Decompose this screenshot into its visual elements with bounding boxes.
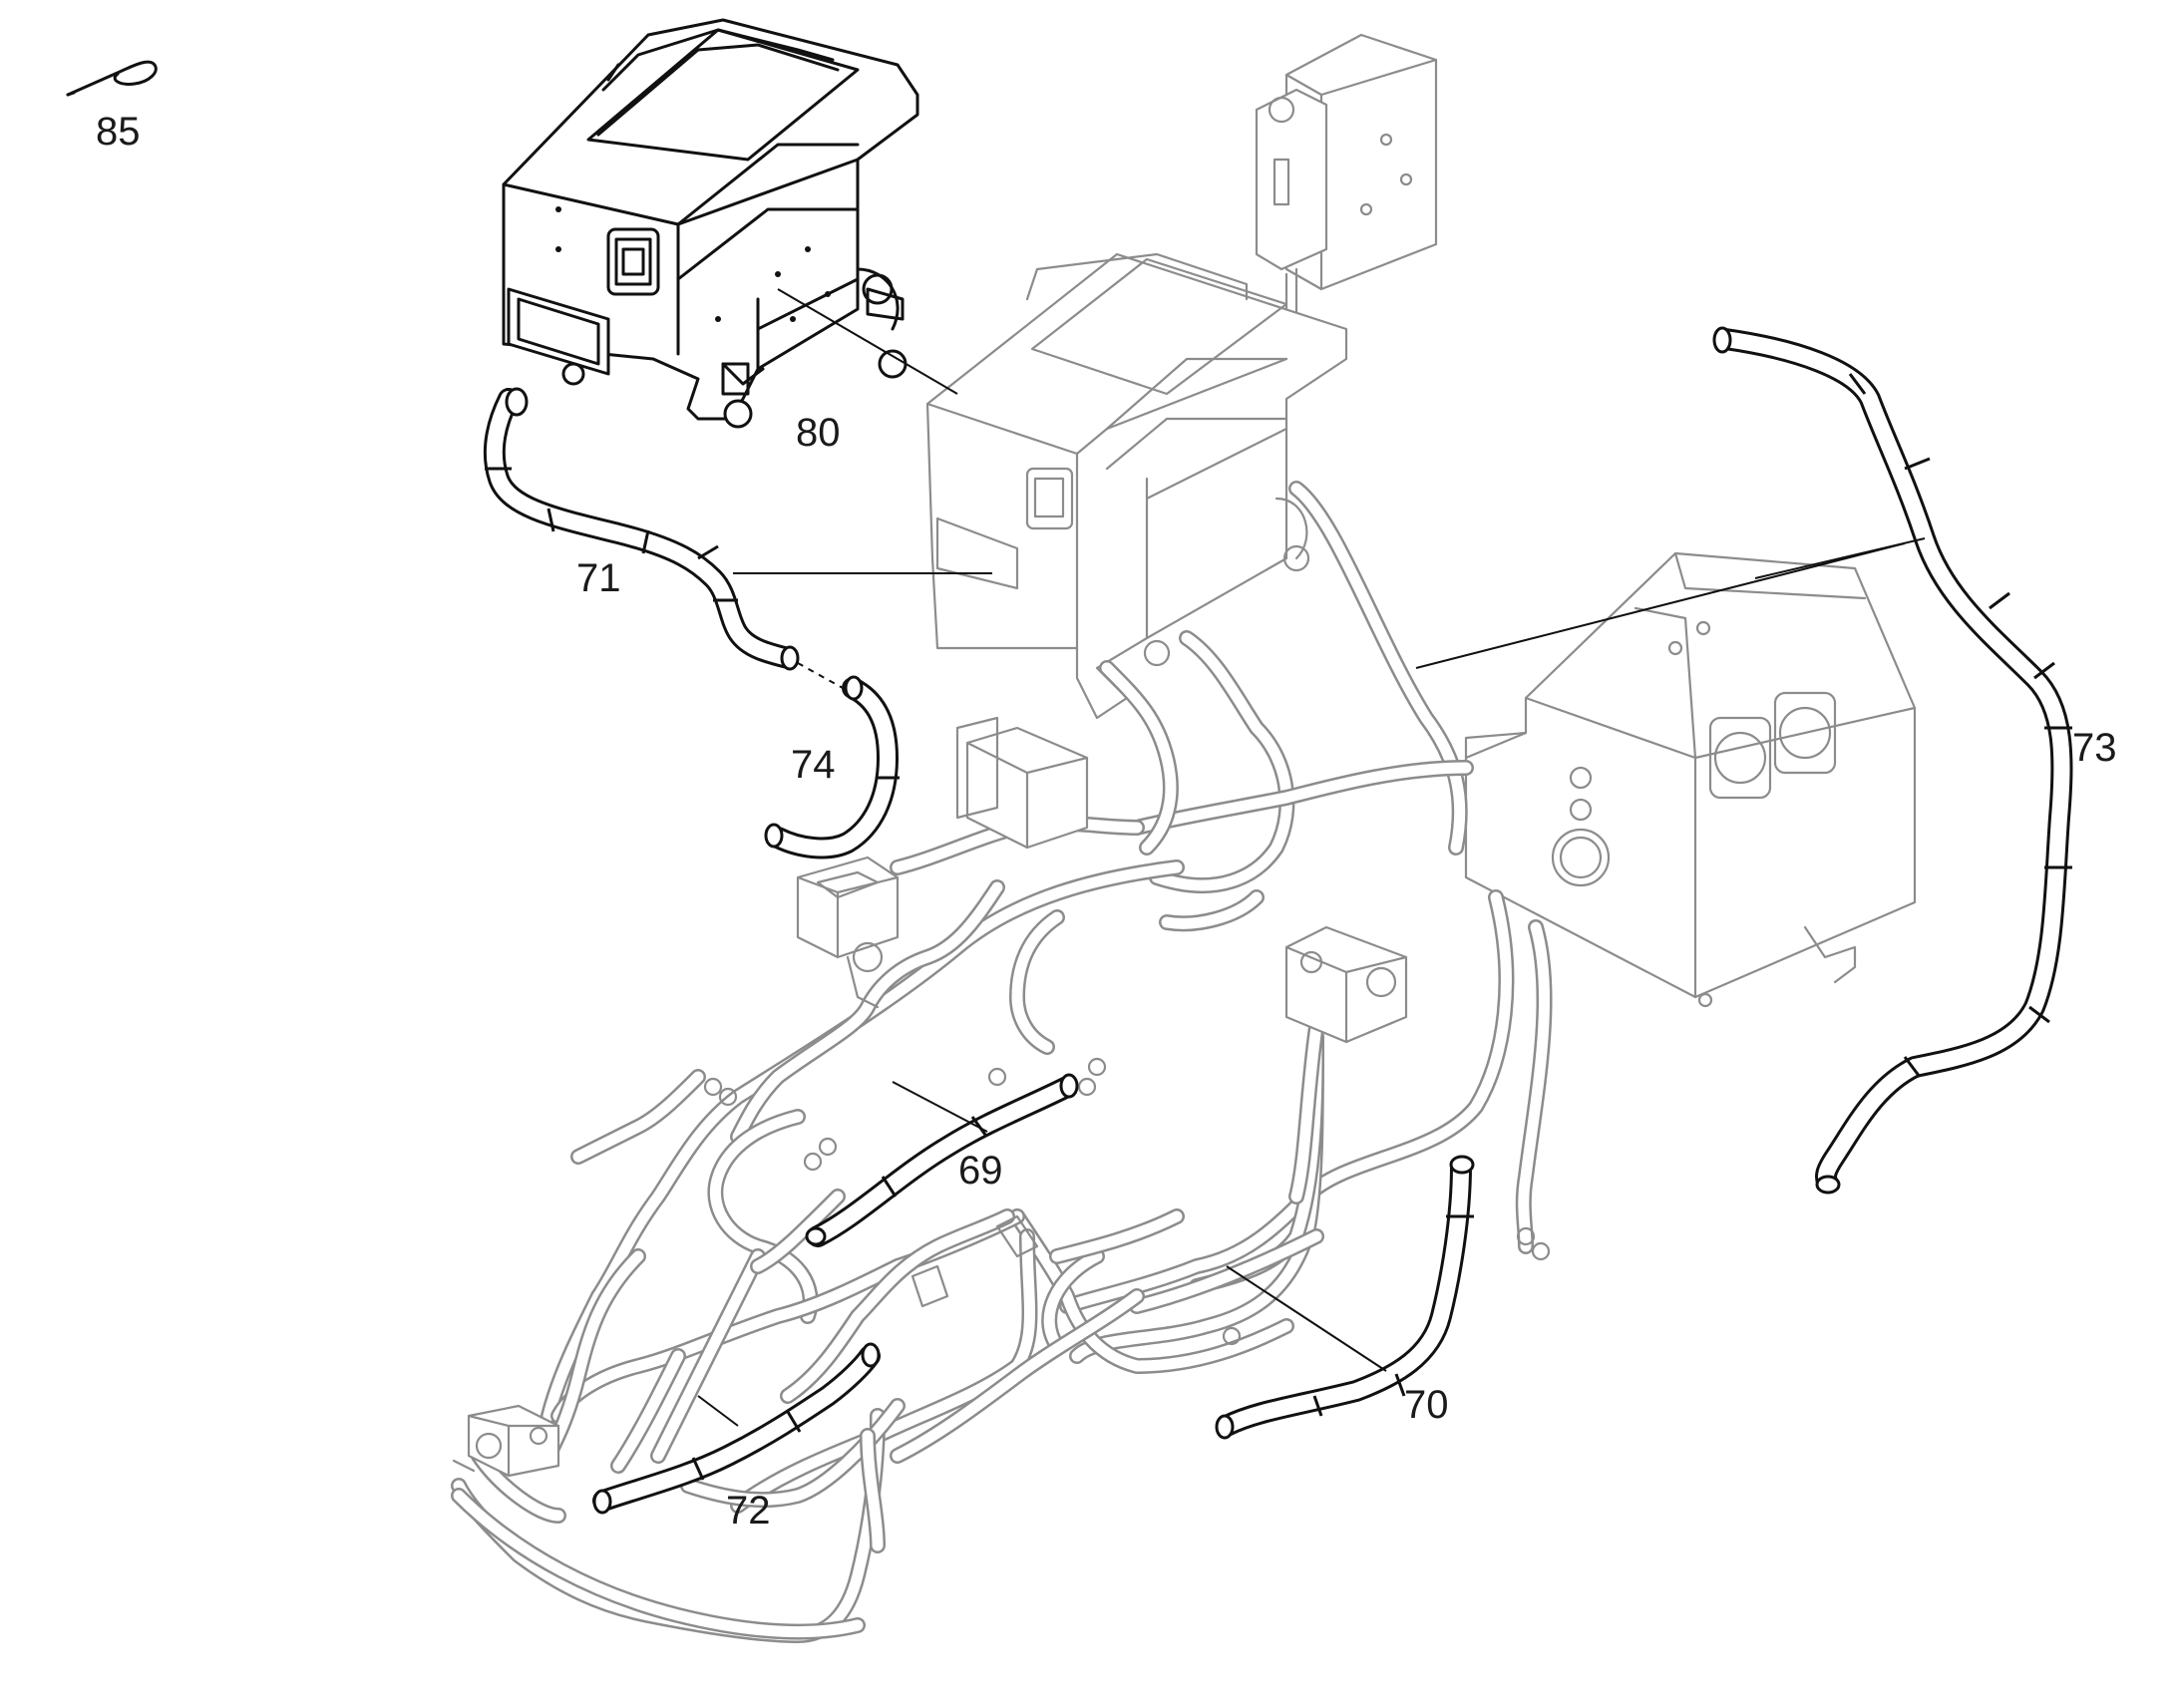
hose-70-part — [1215, 1155, 1475, 1440]
callout-73: 73 — [2072, 726, 2117, 770]
pump-box-right — [1284, 925, 1408, 1044]
hose-69-part — [805, 1073, 1079, 1247]
connector-fittings — [703, 1057, 1551, 1346]
tank-assembly — [1464, 551, 1917, 1008]
hose-73-part — [1415, 326, 2073, 1195]
background-assembly — [451, 33, 1917, 1643]
cable-tie-part — [66, 60, 158, 97]
hose-72-part — [592, 1342, 881, 1515]
valve-block-left — [796, 855, 900, 1009]
callout-labels: 85 80 71 74 73 69 70 72 — [96, 110, 2117, 1533]
callout-70: 70 — [1404, 1383, 1449, 1427]
heater-housing-part — [502, 18, 958, 429]
callout-69: 69 — [958, 1149, 1003, 1193]
callout-85: 85 — [96, 110, 141, 154]
heater-housing-ghost — [925, 252, 1348, 720]
hose-74-part — [764, 675, 900, 859]
sensor-box-mid — [955, 716, 1089, 850]
callout-71: 71 — [576, 556, 621, 600]
callout-80: 80 — [796, 411, 841, 455]
valve-bottom-left — [452, 1404, 560, 1478]
callout-72: 72 — [726, 1489, 771, 1533]
hose-network — [451, 481, 1553, 1643]
control-box — [1255, 33, 1438, 331]
callout-74: 74 — [791, 743, 836, 787]
hose-71-part — [483, 387, 992, 689]
